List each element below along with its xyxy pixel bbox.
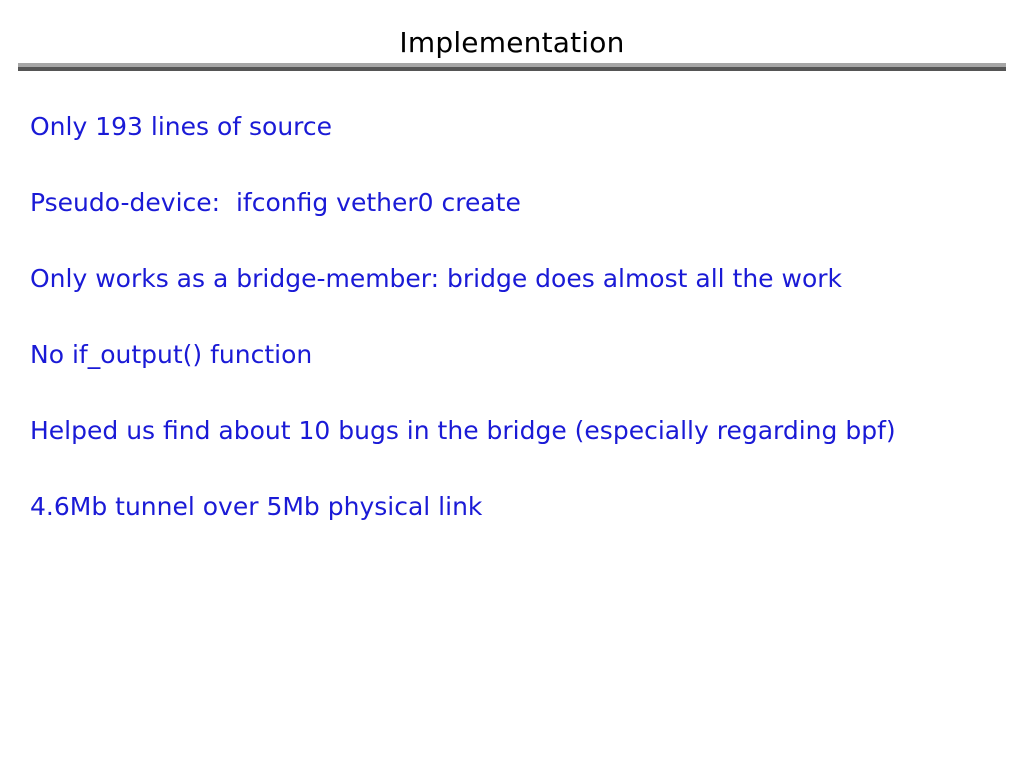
divider-highlight-band <box>18 63 1006 67</box>
title-divider <box>18 63 1006 71</box>
body-line: Helped us find about 10 bugs in the brid… <box>30 416 896 445</box>
divider-shadow-band <box>18 67 1006 71</box>
body-line: Only 193 lines of source <box>30 112 333 141</box>
body-line: Pseudo-device: ifconfig vether0 create <box>30 188 521 217</box>
page-title: Implementation <box>399 26 625 59</box>
body-line: Only works as a bridge-member: bridge do… <box>30 264 843 293</box>
body-line: 4.6Mb tunnel over 5Mb physical link <box>30 492 483 521</box>
body-line: No if_output() function <box>30 340 313 369</box>
slide-body: Only 193 lines of source Pseudo-device: … <box>30 112 1010 522</box>
